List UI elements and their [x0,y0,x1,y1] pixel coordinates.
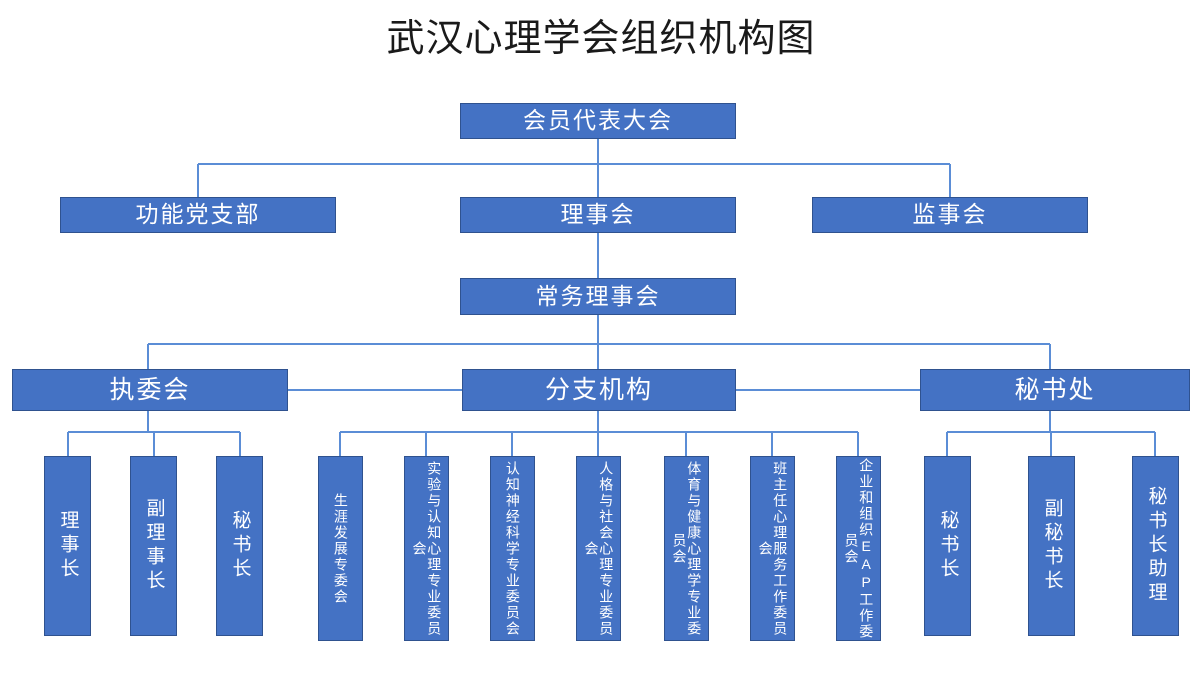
leaf-branch-6-label: 班主任心理服务工作委员会 [757,460,789,637]
node-executive[interactable]: 执委会 [12,369,288,411]
leaf-secretariat-2-label: 副秘书长 [1041,498,1063,594]
leaf-branch-2-label: 实验与认知心理专业委员会 [411,460,443,637]
leaf-branch-3[interactable]: 认知神经科学专业委员会 [490,456,535,641]
node-secretariat[interactable]: 秘书处 [920,369,1190,411]
node-council[interactable]: 理事会 [460,197,736,233]
leaf-secretariat-2[interactable]: 副秘书长 [1028,456,1075,636]
leaf-executive-3[interactable]: 秘书长 [216,456,263,636]
leaf-executive-2-label: 副理事长 [143,498,165,594]
leaf-branch-6[interactable]: 班主任心理服务工作委员会 [750,456,795,641]
leaf-branch-2[interactable]: 实验与认知心理专业委员会 [404,456,449,641]
leaf-executive-3-label: 秘书长 [229,510,251,582]
node-supervisory[interactable]: 监事会 [812,197,1088,233]
node-branches[interactable]: 分支机构 [462,369,736,411]
leaf-branch-7-label: 企业和组织EAP工作委员会 [843,457,875,640]
leaf-branch-1-label: 生涯发展专委会 [332,492,349,605]
leaf-branch-3-label: 认知神经科学专业委员会 [504,460,521,637]
leaf-secretariat-1-label: 秘书长 [937,510,959,582]
leaf-branch-4-label: 人格与社会心理专业委员会 [583,460,615,637]
leaf-branch-5-label: 体育与健康心理学专业委员会 [671,460,703,637]
node-assembly[interactable]: 会员代表大会 [460,103,736,139]
leaf-branch-7[interactable]: 企业和组织EAP工作委员会 [836,456,881,641]
leaf-branch-1[interactable]: 生涯发展专委会 [318,456,363,641]
page-title: 武汉心理学会组织机构图 [386,18,816,60]
leaf-executive-1[interactable]: 理事长 [44,456,91,636]
leaf-branch-4[interactable]: 人格与社会心理专业委员会 [576,456,621,641]
leaf-executive-2[interactable]: 副理事长 [130,456,177,636]
leaf-secretariat-3-label: 秘书长助理 [1145,486,1167,606]
node-party-branch[interactable]: 功能党支部 [60,197,336,233]
leaf-executive-1-label: 理事长 [57,510,79,582]
leaf-secretariat-1[interactable]: 秘书长 [924,456,971,636]
leaf-branch-5[interactable]: 体育与健康心理学专业委员会 [664,456,709,641]
node-standing-council[interactable]: 常务理事会 [460,278,736,315]
leaf-secretariat-3[interactable]: 秘书长助理 [1132,456,1179,636]
